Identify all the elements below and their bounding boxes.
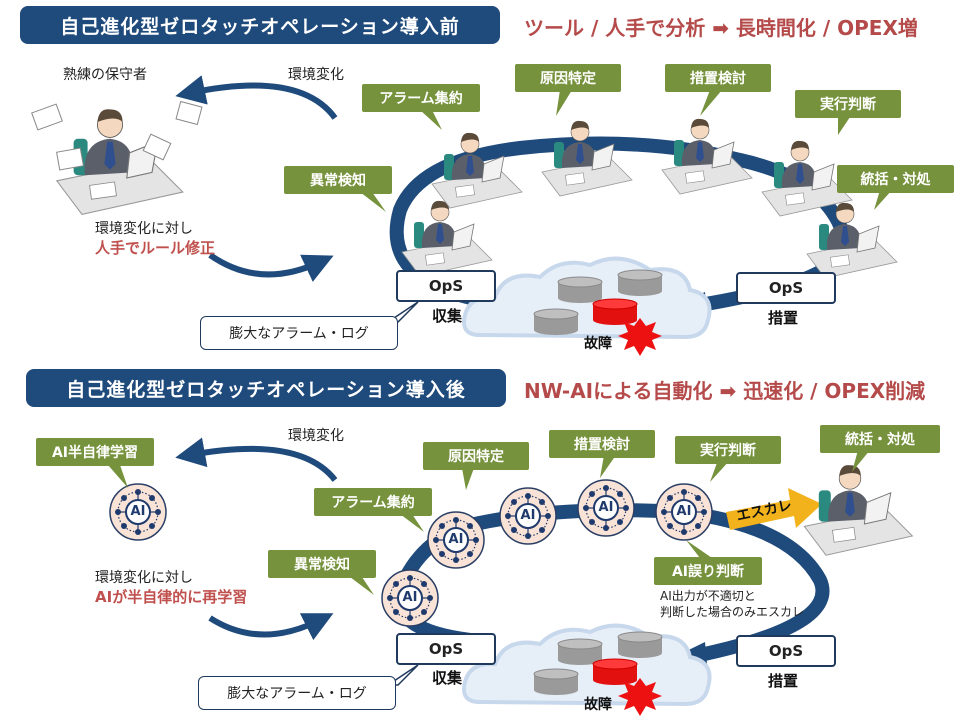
step-bubble-alarm-aggregation-ai: アラーム集約 (314, 488, 432, 516)
step-bubble-execution-decision-ai: 実行判断 (675, 436, 781, 464)
step-bubble-execution-decision: 実行判断 (795, 90, 901, 118)
env-change-label-top: 環境変化 (288, 67, 344, 83)
ops-collect-box-bottom: OpS (396, 633, 496, 665)
env-change-label-bottom: 環境変化 (288, 428, 344, 444)
ops-action-label-bottom: 措置 (768, 672, 799, 690)
ai-error-bubble: AI誤り判断 (654, 557, 762, 585)
fault-db-top (592, 298, 638, 325)
headline-before: ツール / 人手で分析 ➡ 長時間化 / OPEX増 (524, 16, 918, 40)
headline-after: NW-AIによる自動化 ➡ 迅速化 / OPEX削減 (524, 379, 926, 403)
env-change-arrow-top (175, 75, 338, 120)
escalation-operator (803, 464, 914, 556)
env-change-note-top: 環境変化に対し (95, 221, 193, 237)
step-bubble-control-response-ai: 統括・対処 (820, 425, 940, 453)
escalate-arrow (726, 488, 822, 530)
ai-text-step-3: AI (520, 508, 536, 523)
ops-collect-box-top: OpS (396, 270, 496, 302)
fault-db-bottom (592, 658, 638, 685)
ops-action-label-top: 措置 (768, 309, 799, 327)
section-title-before: 自己進化型ゼロタッチオペレーション導入前 (20, 6, 500, 44)
ai-error-note-line2: 判断した場合のみエスカレ (660, 605, 805, 619)
ops-action-box-bottom: OpS (736, 635, 836, 667)
ai-learning-bubble: AI半自律学習 (36, 438, 154, 466)
alarm-log-box-top: 膨大なアラーム・ログ (200, 316, 398, 350)
step-bubble-anomaly-detection-ai: 異常検知 (268, 550, 376, 578)
ai-text-step-5: AI (676, 504, 692, 519)
step-bubble-root-cause: 原因特定 (515, 64, 621, 92)
ai-text-step-2: AI (448, 532, 464, 547)
manual-fix-arrow (208, 252, 334, 282)
step-bubble-anomaly-detection: 異常検知 (284, 166, 392, 194)
fault-burst-bottom (618, 678, 662, 716)
step-bubble-action-planning-ai: 措置検討 (549, 430, 655, 458)
step-bubble-action-planning: 措置検討 (665, 64, 771, 92)
alarm-log-box-bottom: 膨大なアラーム・ログ (198, 676, 396, 710)
step-bubble-control-response: 統括・対処 (837, 165, 954, 193)
network-cloud-bottom (462, 623, 712, 706)
manual-fix-label: 人手でルール修正 (95, 239, 216, 257)
maintainer-label: 熟練の保守者 (63, 67, 147, 83)
ai-error-note-line1: AI出力が不適切と (660, 589, 756, 603)
ai-text-step-4: AI (598, 500, 614, 515)
step-bubble-alarm-aggregation: アラーム集約 (362, 84, 480, 112)
ai-text-learning: AI (130, 504, 146, 519)
ops-action-box-top: OpS (736, 272, 836, 304)
env-change-arrow-bottom (175, 437, 338, 482)
fault-label-top: 故障 (584, 336, 612, 352)
ops-collect-label-bottom: 収集 (432, 669, 463, 687)
step-bubble-root-cause-ai: 原因特定 (423, 442, 529, 470)
ops-collect-label-top: 収集 (432, 307, 463, 325)
fault-label-bottom: 故障 (584, 697, 612, 713)
ai-text-step-1: AI (402, 590, 418, 605)
env-change-note-bottom: 環境変化に対し (95, 570, 193, 586)
fault-burst-top (618, 318, 662, 356)
relearn-arrow (208, 613, 334, 641)
ai-relearn-label: AIが半自律的に再学習 (95, 588, 248, 606)
section-title-after: 自己進化型ゼロタッチオペレーション導入後 (26, 369, 506, 407)
